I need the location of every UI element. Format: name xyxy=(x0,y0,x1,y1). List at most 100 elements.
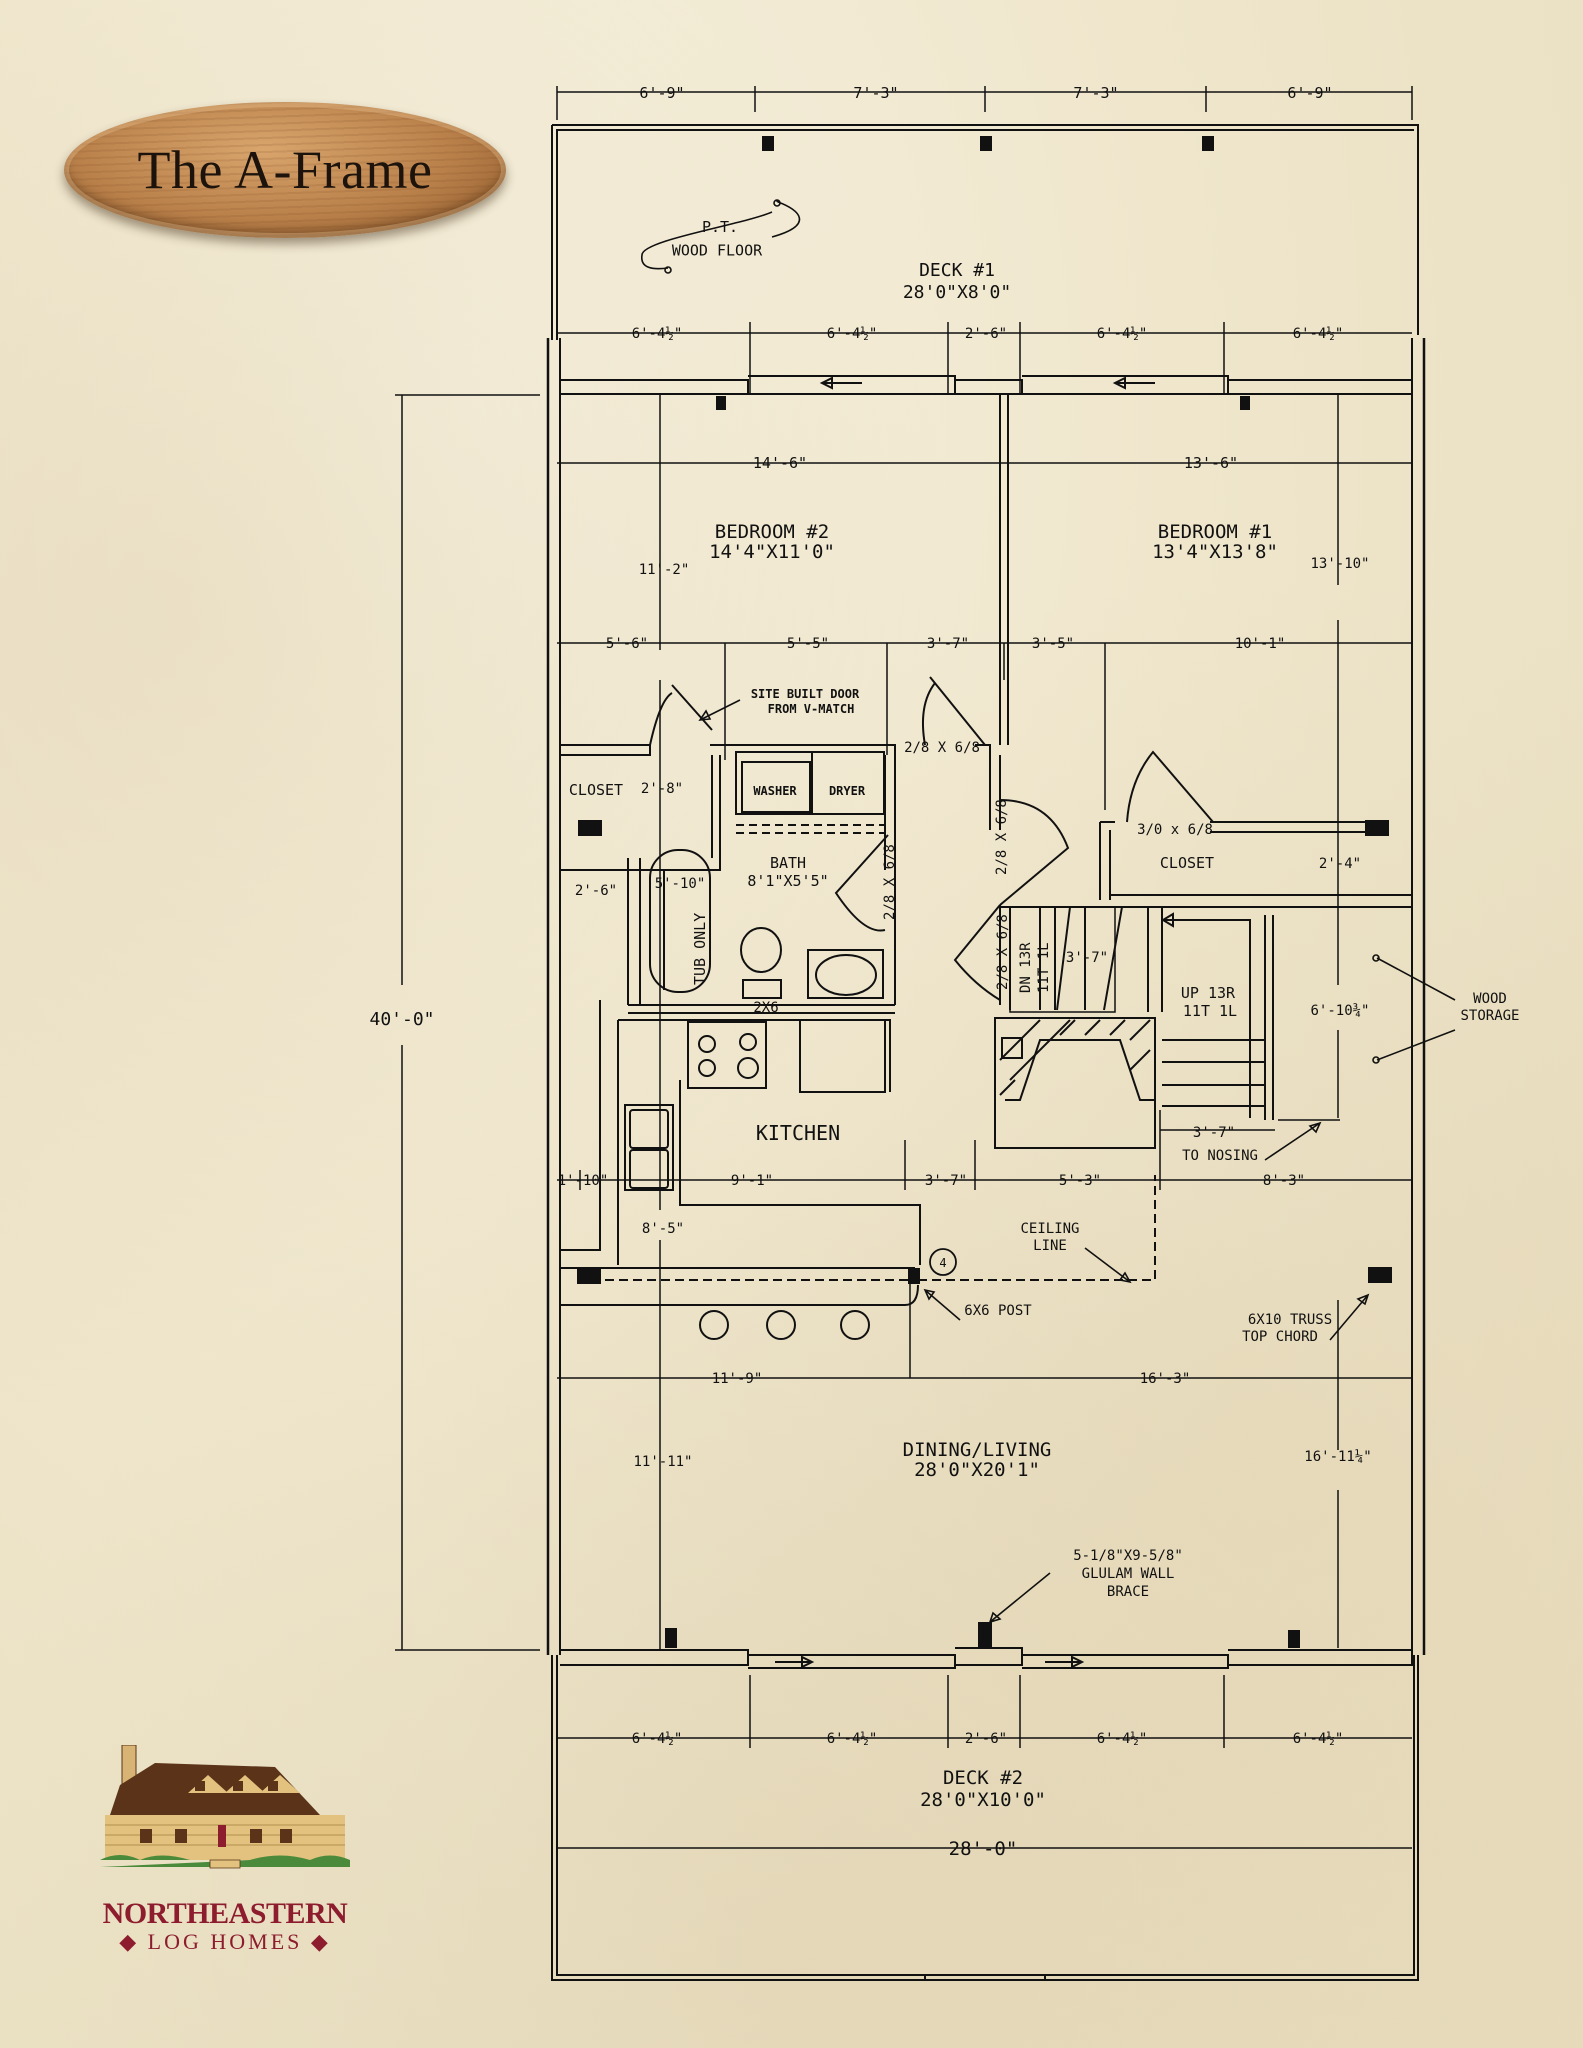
ceiling-line-note: CEILING xyxy=(1020,1221,1079,1237)
bedroom1-size: 13'4"X13'8" xyxy=(1152,541,1278,563)
dim-label: 2/8 X 6/8 xyxy=(882,844,898,920)
bath-name: BATH xyxy=(770,854,806,872)
dim-label: 11'-9" xyxy=(712,1371,763,1387)
page-title: The A-Frame xyxy=(137,140,433,200)
dim-label: 11T 1L xyxy=(1036,942,1052,993)
dryer-label: DRYER xyxy=(829,784,866,798)
pt-floor-note: P.T. xyxy=(702,218,738,236)
dim-label: 3'-7" xyxy=(1066,950,1108,966)
top-wall-sliders xyxy=(560,375,1413,395)
dim-label: 3'-7" xyxy=(925,1173,967,1189)
bedroom1-name: BEDROOM #1 xyxy=(1158,521,1272,543)
dim-label: 10'-1" xyxy=(1235,636,1286,652)
dim-label: 2'-6" xyxy=(965,1731,1007,1747)
dim-label: 6'-4½" xyxy=(1293,1731,1344,1747)
title-plaque: The A-Frame xyxy=(64,102,506,238)
dim-label: 2/8 X 6/8 xyxy=(995,914,1011,990)
site-door-note: FROM V-MATCH xyxy=(768,702,855,716)
dim-label: 5'-5" xyxy=(787,636,829,652)
dim-label: 6'-4½" xyxy=(827,326,878,342)
dim-label: 11'-2" xyxy=(639,562,690,578)
wood-storage-note: WOOD xyxy=(1473,991,1507,1007)
dim-label: 2X6 xyxy=(753,1000,778,1016)
dim-label: 16'-3" xyxy=(1140,1371,1191,1387)
dim-label: 5'-3" xyxy=(1059,1173,1101,1189)
deck2-name: DECK #2 xyxy=(943,1767,1023,1789)
dim-label: DN 13R xyxy=(1018,942,1034,993)
dimension-lines xyxy=(395,86,1413,1849)
truss-note: 6X10 TRUSS xyxy=(1248,1312,1332,1328)
post-note: 6X6 POST xyxy=(964,1303,1032,1319)
dim-label: 8'-3" xyxy=(1263,1173,1305,1189)
dim-label: 9'-1" xyxy=(731,1173,773,1189)
tub-label: TUB ONLY xyxy=(691,913,709,985)
truss-note: TOP CHORD xyxy=(1242,1329,1318,1345)
dim-label: 2'-8" xyxy=(641,781,683,797)
dim-label: 7'-3" xyxy=(853,84,898,102)
dim-label: 8'-5" xyxy=(642,1221,684,1237)
wood-storage-note: STORAGE xyxy=(1460,1008,1519,1024)
dim-label: 3'-5" xyxy=(1032,636,1074,652)
bath-size: 8'1"X5'5" xyxy=(747,872,828,890)
dim-label: 6'-4½" xyxy=(1293,326,1344,342)
bedroom2-size: 14'4"X11'0" xyxy=(709,541,835,563)
plan-labels: 6'-9" 7'-3" 7'-3" 6'-9" P.T. WOOD FLOOR … xyxy=(369,84,1519,1860)
kitchen-name: KITCHEN xyxy=(756,1121,840,1145)
dim-label: 13'-6" xyxy=(1184,454,1238,472)
living-size: 28'0"X20'1" xyxy=(914,1459,1040,1481)
to-nosing-note: TO NOSING xyxy=(1182,1148,1258,1164)
brand-subtitle: ◆ LOG HOMES ◆ xyxy=(119,1929,331,1954)
dim-label: 3/0 x 6/8 xyxy=(1137,822,1213,838)
dim-label: 6'-9" xyxy=(639,84,684,102)
stairs-up: 11T 1L xyxy=(1183,1002,1237,1020)
dim-label: 6'-4½" xyxy=(632,1731,683,1747)
dim-label: 2/8 X 6/8 xyxy=(994,799,1010,875)
dim-label: 1'-10" xyxy=(558,1173,609,1189)
dim-label: 3'-7" xyxy=(927,636,969,652)
bedroom-divider xyxy=(999,394,1009,745)
dim-label: 2/8 X 6/8 xyxy=(904,740,980,756)
dim-label: 5'-6" xyxy=(606,636,648,652)
deck1-posts xyxy=(762,136,1214,151)
site-door-note: SITE BUILT DOOR xyxy=(751,687,860,701)
stairs-up: UP 13R xyxy=(1181,984,1236,1002)
living-name: DINING/LIVING xyxy=(903,1439,1052,1461)
dim-label: 6'-4½" xyxy=(1097,326,1148,342)
glulam-note: 5-1/8"X9-5/8" xyxy=(1073,1548,1183,1564)
closet-right-name: CLOSET xyxy=(1160,854,1214,872)
deck1-name: DECK #1 xyxy=(919,260,995,281)
dim-label: 11'-11" xyxy=(633,1454,692,1470)
deck2-width: 28'-0" xyxy=(949,1838,1018,1860)
dim-label: 6'-9" xyxy=(1287,84,1332,102)
bedroom2-name: BEDROOM #2 xyxy=(715,521,829,543)
dim-label: 13'-10" xyxy=(1310,556,1369,572)
glulam-note: GLULAM WALL xyxy=(1082,1566,1175,1582)
post-tag: 4 xyxy=(939,1256,946,1270)
closet-left-name: CLOSET xyxy=(569,781,623,799)
deck2-size: 28'0"X10'0" xyxy=(920,1789,1046,1811)
deck1-size: 28'0"X8'0" xyxy=(903,282,1011,303)
brand-name: NORTHEASTERN xyxy=(102,1897,348,1930)
structural-posts xyxy=(577,820,1392,1648)
exterior-outline xyxy=(546,124,1426,1981)
washer-label: WASHER xyxy=(753,784,797,798)
leader-lines xyxy=(641,199,1456,1624)
interior-walls xyxy=(560,676,1413,1669)
ceiling-line-note: LINE xyxy=(1033,1238,1067,1254)
dim-label: 6'-4½" xyxy=(827,1731,878,1747)
dim-label: 14'-6" xyxy=(753,454,807,472)
dim-label: 6'-4½" xyxy=(1097,1731,1148,1747)
dim-label: 3'-7" xyxy=(1193,1125,1235,1141)
glulam-note: BRACE xyxy=(1107,1584,1149,1600)
dim-label: 16'-11¼" xyxy=(1304,1449,1371,1465)
dim-label: 6'-10¾" xyxy=(1310,1003,1369,1019)
overall-depth: 40'-0" xyxy=(369,1009,434,1030)
dim-label: 5'-10" xyxy=(655,876,706,892)
dim-label: 6'-4½" xyxy=(632,326,683,342)
dim-label: 7'-3" xyxy=(1073,84,1118,102)
dim-label: 2'-6" xyxy=(965,326,1007,342)
pt-floor-note: WOOD FLOOR xyxy=(672,242,763,260)
brand-logo: NORTHEASTERN ◆ LOG HOMES ◆ xyxy=(100,1744,350,1954)
